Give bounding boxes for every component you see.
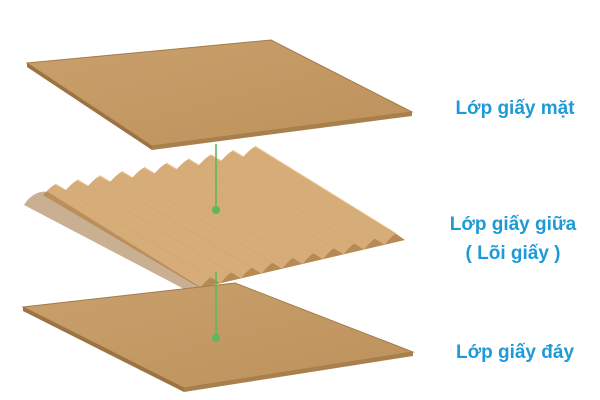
label-top-layer: Lớp giấy mặt [455, 98, 575, 119]
top-sheet [25, 39, 414, 150]
label-middle-layer: Lớp giấy giữa ( Lõi giấy ) [428, 210, 598, 268]
flute-ridge-light [198, 155, 356, 255]
label-middle-line2: ( Lõi giấy ) [465, 243, 561, 264]
label-middle-line1: Lớp giấy giữa [449, 214, 577, 235]
middle-flute-layer [24, 145, 405, 295]
flute-ridge-light [220, 151, 377, 250]
flute-ridge-light [87, 176, 254, 279]
flute-ridge-light [242, 146, 397, 245]
flute-ridge-light [131, 167, 295, 269]
flute-ridge-light [65, 180, 233, 284]
arrow-head-middle [212, 206, 220, 214]
arrow-head-bottom [212, 334, 220, 342]
flute-crest-line [254, 145, 397, 234]
flute-ridge-light [154, 163, 315, 264]
assembly-arrows [212, 144, 220, 342]
label-bottom-layer: Lớp giấy đáy [455, 342, 575, 363]
flute-ridge-light [43, 184, 213, 288]
flute-ridge-light [109, 172, 274, 274]
